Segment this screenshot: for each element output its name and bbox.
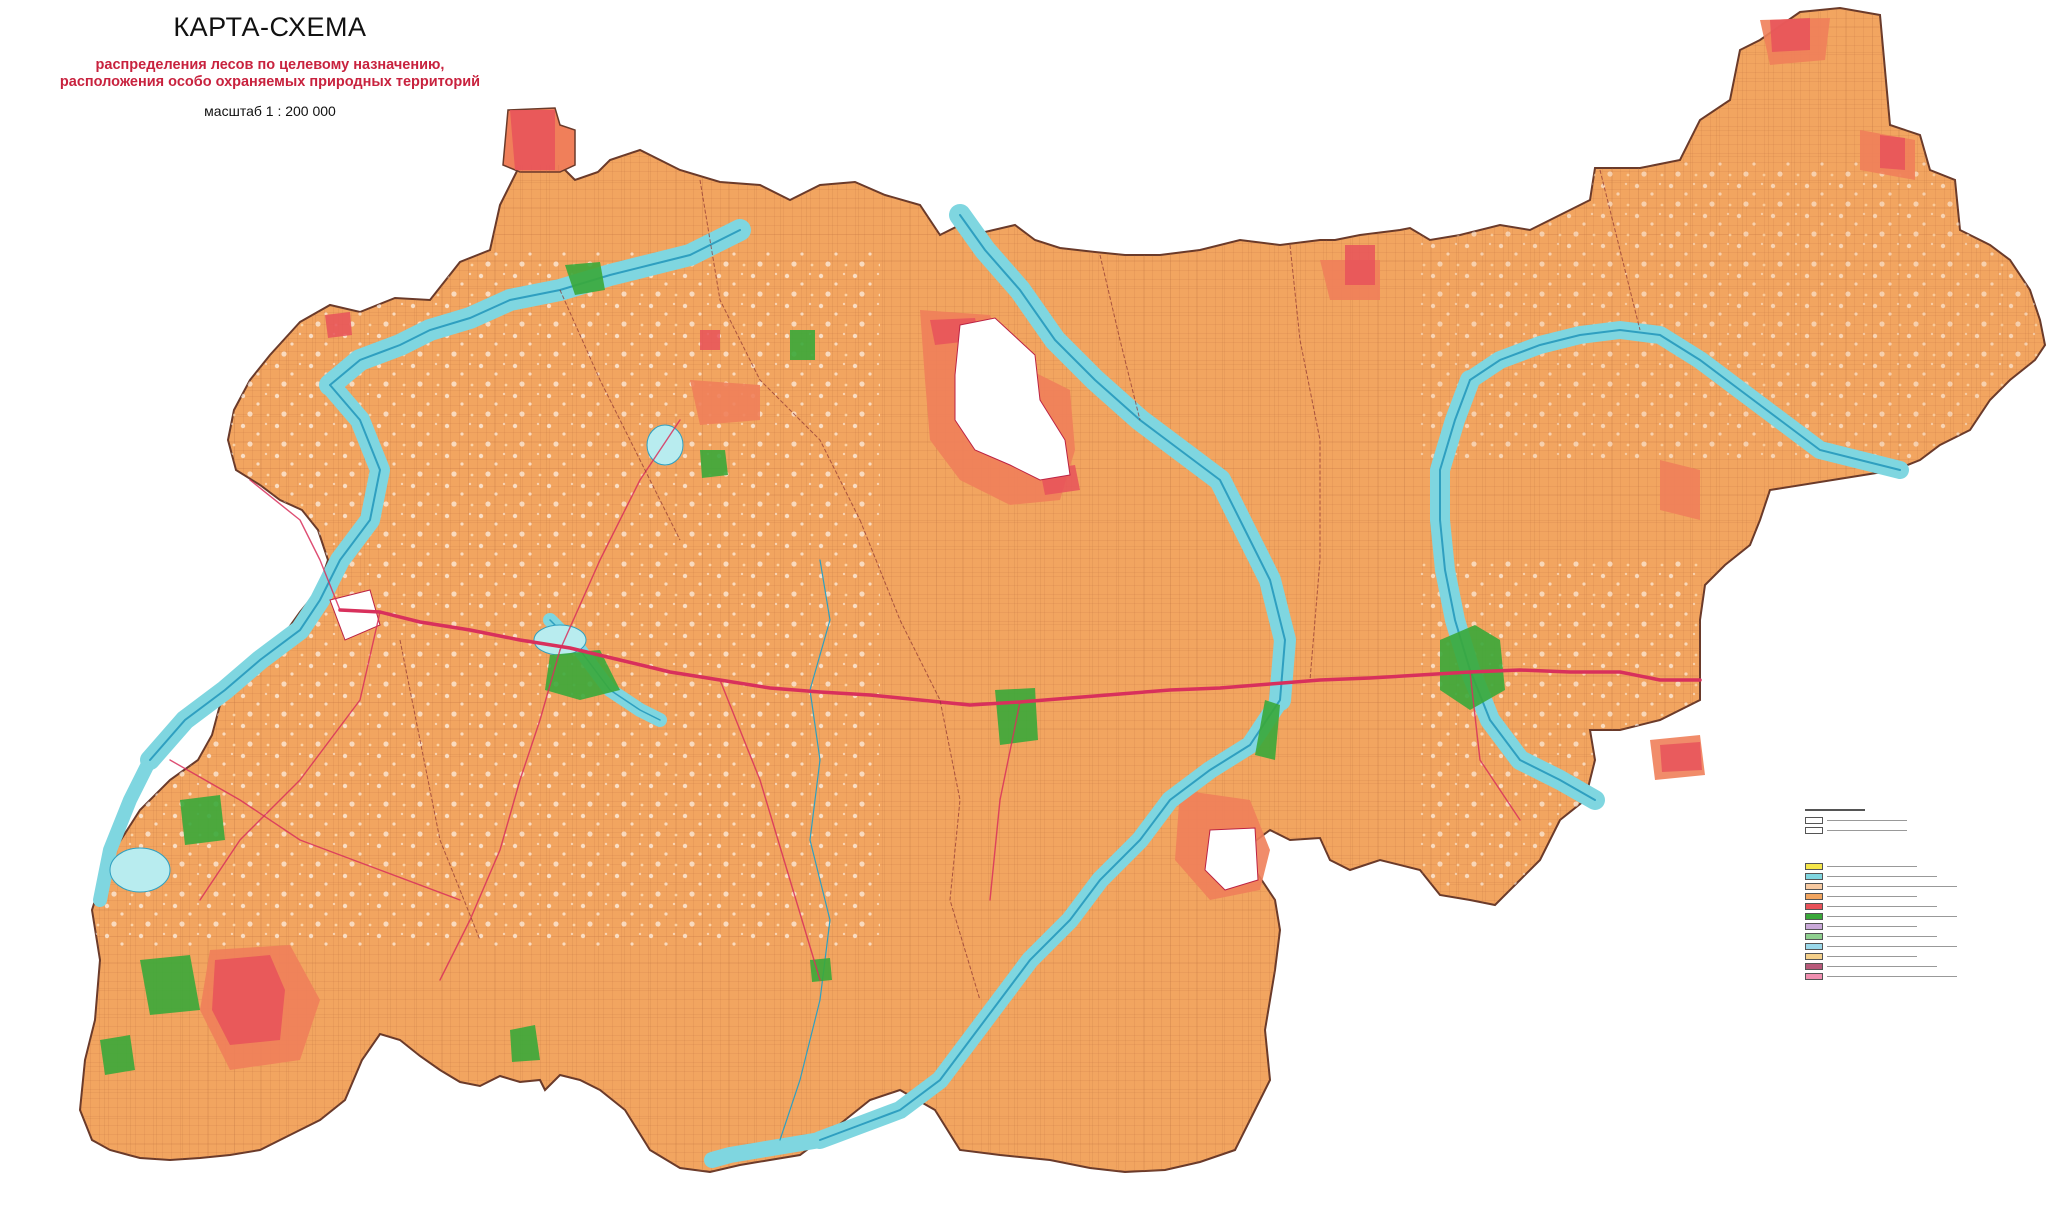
legend-item [1805, 892, 2040, 900]
rivers [149, 214, 1901, 1141]
unforested-areas [329, 317, 1259, 891]
legend-swatch [1805, 972, 1823, 980]
map-scale: масштаб 1 : 200 000 [204, 103, 336, 119]
legend-spacer [1805, 836, 2040, 862]
legend-label-placeholder [1827, 975, 1957, 977]
legend-swatch [1805, 942, 1823, 950]
legend-label-placeholder [1827, 875, 1937, 877]
legend-swatch [1805, 912, 1823, 920]
map-legend [1805, 806, 2040, 982]
legend-item [1805, 912, 2040, 920]
legend-swatch [1805, 882, 1823, 890]
legend-border-row [1805, 816, 2040, 824]
legend-item [1805, 882, 2040, 890]
legend-item [1805, 972, 2040, 980]
lakes [109, 424, 684, 893]
secondary-roads [169, 419, 1521, 981]
legend-item [1805, 942, 2040, 950]
legend-border-row [1805, 826, 2040, 834]
map-title: КАРТА-СХЕМА [173, 12, 367, 42]
legend-swatch [1805, 952, 1823, 960]
legend-label-placeholder [1827, 925, 1917, 927]
legend-item [1805, 862, 2040, 870]
legend-swatch [1805, 932, 1823, 940]
district-boundaries [399, 169, 1641, 1001]
legend-item [1805, 932, 2040, 940]
legend-header-row [1805, 806, 2040, 814]
legend-label-placeholder [1827, 915, 1957, 917]
legend-label-placeholder [1827, 965, 1937, 967]
legend-label-placeholder [1827, 945, 1957, 947]
map-subtitle: распределения лесов по целевому назначен… [40, 57, 500, 91]
map-subtitle-line-1: распределения лесов по целевому назначен… [95, 57, 445, 73]
legend-label-placeholder [1827, 905, 1937, 907]
legend-item [1805, 952, 2040, 960]
legend-swatch [1805, 922, 1823, 930]
green-zones [100, 262, 1505, 1075]
legend-swatch [1805, 892, 1823, 900]
legend-swatch [1805, 862, 1823, 870]
legend-swatch [1805, 902, 1823, 910]
legend-swatch-list [1805, 862, 2040, 980]
legend-label-placeholder [1827, 935, 1937, 937]
map-title-block: КАРТА-СХЕМА распределения лесов по целев… [40, 12, 500, 119]
legend-item [1805, 962, 2040, 970]
legend-label-placeholder [1827, 885, 1957, 887]
map-subtitle-line-2: расположения особо охраняемых природных … [59, 74, 481, 90]
legend-swatch [1805, 872, 1823, 880]
legend-label-placeholder [1827, 895, 1917, 897]
legend-item [1805, 902, 2040, 910]
legend-item [1805, 922, 2040, 930]
legend-swatch [1805, 962, 1823, 970]
legend-item [1805, 872, 2040, 880]
legend-label-placeholder [1827, 955, 1917, 957]
legend-label-placeholder [1827, 865, 1917, 867]
